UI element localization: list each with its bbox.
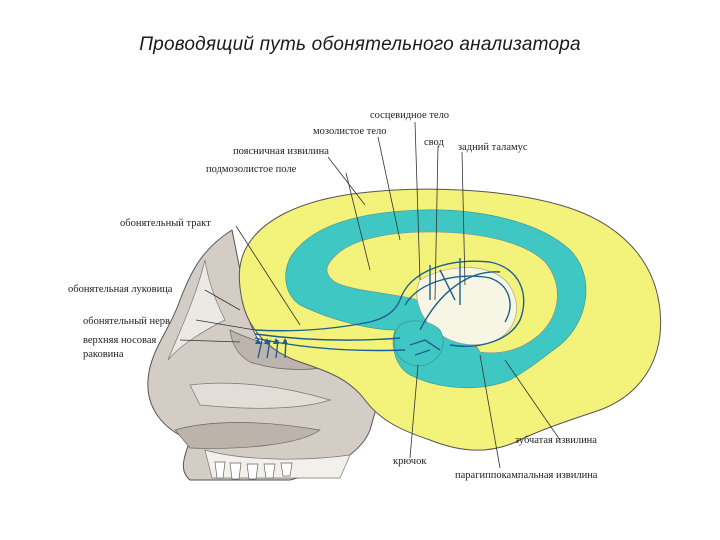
nerve-arrows (255, 338, 288, 344)
label-podmozolistoe-pole: подмозолистое поле (206, 164, 297, 175)
label-svod: свод (424, 137, 444, 148)
label-kryuchok: крючок (393, 456, 427, 467)
label-obonyatelny-nerv: обонятельный нерв (83, 316, 170, 327)
label-verhnyaya-nosovaya: верхняя носовая (83, 335, 156, 346)
label-rakovina: раковина (83, 349, 124, 360)
label-obonyatelny-trakt: обонятельный тракт (120, 218, 211, 229)
label-socevidnoe-telo: сосцевидное тело (370, 110, 449, 121)
label-zadniy-talamus: задний таламус (458, 142, 528, 153)
uncus-region (393, 320, 444, 366)
olfactory-pathway (254, 258, 525, 359)
label-zubchataya-izvilina: зубчатая извилина (515, 435, 597, 446)
leader-lines (179, 121, 561, 469)
label-poyasnichnaya-izvilina: поясничная извилина (233, 146, 329, 157)
skull-nasal-region (147, 229, 381, 481)
label-paragippokampalnaya: парагиппокампальная извилина (455, 470, 598, 481)
page-title: Проводящий путь обонятельного анализатор… (139, 34, 581, 55)
label-mozolistoe-telo: мозолистое тело (313, 126, 386, 137)
label-obonyatelnaya-lukovica: обонятельная луковица (68, 284, 173, 295)
